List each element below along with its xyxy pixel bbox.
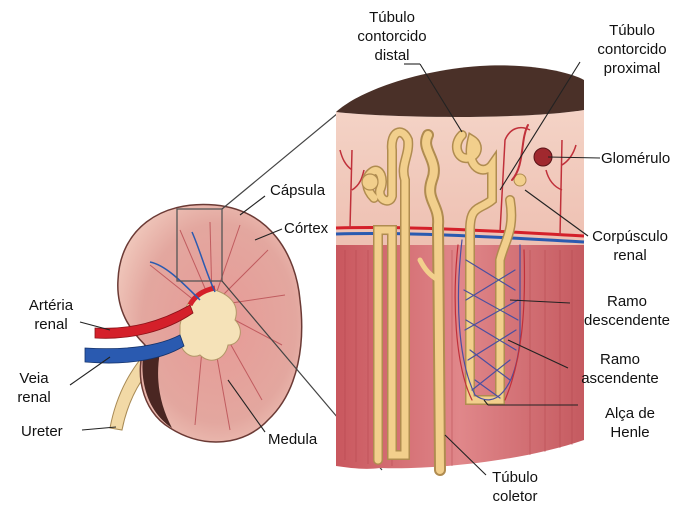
label-veia-renal-line1: Veia: [4, 369, 64, 388]
label-ureter: Ureter: [21, 422, 63, 441]
label-corpusculo-line1: Corpúsculo: [585, 227, 675, 246]
label-ramo-ascendente-line1: Ramo: [565, 350, 675, 369]
label-ramo-ascendente-line2: ascendente: [565, 369, 675, 388]
label-ramo-descendente: Ramo descendente: [572, 292, 682, 330]
label-arteria-renal-line2: renal: [16, 315, 86, 334]
capsule-cap: [336, 65, 584, 117]
label-veia-renal: Veia renal: [4, 369, 64, 407]
label-glomerulo: Glomérulo: [601, 149, 670, 168]
kidney-section: [85, 204, 302, 442]
label-tubulo-distal-line2: contorcido: [342, 27, 442, 46]
label-veia-renal-line2: renal: [4, 388, 64, 407]
label-alca-henle-line1: Alça de: [585, 404, 675, 423]
label-tubulo-proximal-line2: contorcido: [582, 40, 682, 59]
label-tubulo-distal: Túbulo contorcido distal: [342, 8, 442, 65]
label-arteria-renal-line1: Artéria: [16, 296, 86, 315]
label-alca-henle-line2: Henle: [585, 423, 675, 442]
label-ramo-descendente-line2: descendente: [572, 311, 682, 330]
label-capsula: Cápsula: [270, 181, 325, 200]
label-alca-henle: Alça de Henle: [585, 404, 675, 442]
label-tubulo-proximal-line3: proximal: [582, 59, 682, 78]
label-tubulo-coletor-line1: Túbulo: [470, 468, 560, 487]
label-tubulo-coletor-line2: coletor: [470, 487, 560, 506]
label-cortex: Córtex: [284, 219, 328, 238]
label-corpusculo: Corpúsculo renal: [585, 227, 675, 265]
label-tubulo-distal-line3: distal: [342, 46, 442, 65]
label-arteria-renal: Artéria renal: [16, 296, 86, 334]
label-medula: Medula: [268, 430, 317, 449]
label-corpusculo-line2: renal: [585, 246, 675, 265]
label-tubulo-proximal: Túbulo contorcido proximal: [582, 21, 682, 78]
label-tubulo-proximal-line1: Túbulo: [582, 21, 682, 40]
nephron-block: [336, 65, 584, 470]
label-ramo-descendente-line1: Ramo: [572, 292, 682, 311]
label-tubulo-coletor: Túbulo coletor: [470, 468, 560, 506]
label-tubulo-distal-line1: Túbulo: [342, 8, 442, 27]
label-ramo-ascendente: Ramo ascendente: [565, 350, 675, 388]
